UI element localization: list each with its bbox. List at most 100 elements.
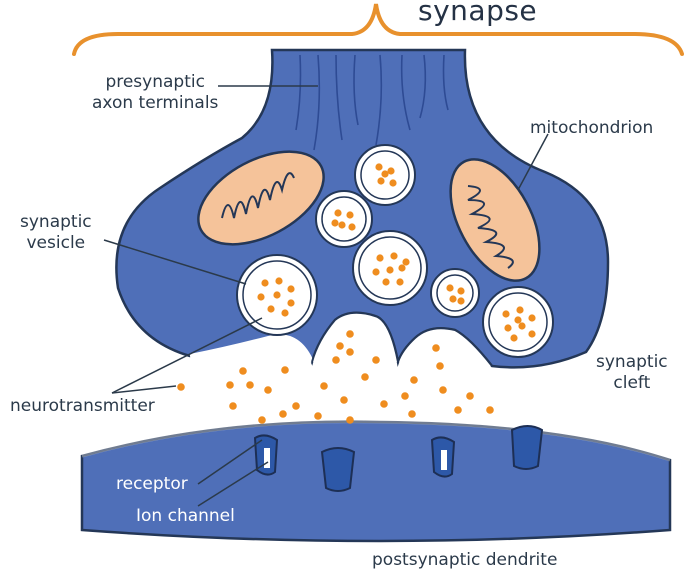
label-postsynaptic-dendrite: postsynaptic dendrite [372,550,558,570]
neurotransmitter-dot [258,416,266,424]
neurotransmitter-dot [377,177,385,185]
neurotransmitter-dot [264,386,272,394]
vesicle [352,230,428,306]
neurotransmitter-dot [334,209,342,217]
neurotransmitter-dot [338,221,346,229]
neurotransmitter-dot [246,381,254,389]
label-neurotransmitter: neurotransmitter [10,396,155,416]
neurotransmitter-dot [502,310,510,318]
neurotransmitter-dot [387,167,395,175]
neurotransmitter-dot [320,382,328,390]
vesicle [236,254,318,336]
neurotransmitter-dot [372,268,380,276]
neurotransmitter-dot [454,406,462,414]
neurotransmitter-dot [457,287,465,295]
neurotransmitter-dot [389,179,397,187]
neurotransmitter-dot [287,285,295,293]
neurotransmitter-dot [446,284,454,292]
label-synaptic-vesicle: synaptic vesicle [20,212,92,254]
neurotransmitter-dot [257,293,265,301]
neurotransmitter-dot [432,344,440,352]
neurotransmitter-dot [504,324,512,332]
neurotransmitter-dot [439,386,447,394]
neurotransmitter-dot [376,254,384,262]
neurotransmitter-dot [401,392,409,400]
neurotransmitter-dot [346,416,354,424]
neurotransmitter-dot [518,322,526,330]
label-vesicle-line1: synaptic [20,212,92,232]
neurotransmitter-dot [292,402,300,410]
label-cleft-line1: synaptic [596,352,668,372]
neurotransmitter-dot [279,410,287,418]
neurotransmitter-dot [466,392,474,400]
neurotransmitter-dot [402,258,410,266]
neurotransmitter-dot [390,252,398,260]
neurotransmitter-dot [449,295,457,303]
neurotransmitter-dot [528,330,536,338]
neurotransmitter-dot [361,373,369,381]
neurotransmitter-dot [410,376,418,384]
neurotransmitter-dot [386,266,394,274]
neurotransmitter-dot [457,297,465,305]
vesicle [482,286,554,358]
label-presynaptic-line2: axon terminals [92,93,219,113]
label-synaptic-cleft: synaptic cleft [596,352,668,394]
diagram-title: synapse [418,0,538,27]
receptor-4 [510,425,544,470]
neurotransmitter-dot [229,402,237,410]
synapse-bracket [72,3,684,56]
released-neurotransmitters [177,330,494,424]
neurotransmitter-dot [226,381,234,389]
mitochondrion-left [197,150,325,246]
neurotransmitter-dot [239,367,247,375]
label-cleft-line2: cleft [613,373,651,393]
neurotransmitter-dot [267,305,275,313]
neurotransmitter-dot [348,223,356,231]
neurotransmitter-dot [177,383,185,391]
neurotransmitter-dot [514,316,522,324]
neurotransmitter-dot [273,291,281,299]
neurotransmitter-dot [396,278,404,286]
neurotransmitter-dot [408,410,416,418]
vesicle [354,144,416,206]
label-mitochondrion: mitochondrion [530,118,654,138]
neurotransmitter-dot [382,278,390,286]
vesicle [315,190,373,248]
fused-vesicles [311,311,493,367]
neurotransmitter-dot [281,366,289,374]
neurotransmitter-dot [331,219,339,227]
neurotransmitter-dot [281,309,289,317]
neurotransmitter-dot [261,279,269,287]
neurotransmitter-dot [332,356,340,364]
neurotransmitter-dot [436,362,444,370]
neurotransmitter-dot [516,306,524,314]
neurotransmitter-dot [346,330,354,338]
neurotransmitter-dot [375,163,383,171]
neurotransmitter-dot [380,400,388,408]
neurotransmitter-dot [398,264,406,272]
leader-lines [103,85,549,507]
label-receptor: receptor [116,474,188,494]
label-vesicle-line2: vesicle [26,233,86,253]
receptor-channels [253,425,544,492]
neurotransmitter-dot [346,211,354,219]
label-presynaptic-line1: presynaptic [105,72,205,92]
neurotransmitter-dot [510,334,518,342]
axon-striations [295,54,449,151]
neurotransmitter-dot [381,170,389,178]
mitochondrion-right [449,158,541,282]
neurotransmitter-dot [287,299,295,307]
label-ion-channel: Ion channel [136,506,235,526]
receptor-2 [320,447,356,492]
neurotransmitter-dot [372,356,380,364]
neurotransmitter-dot [346,348,354,356]
vesicle [430,268,480,318]
label-presynaptic: presynaptic axon terminals [92,72,218,114]
neurotransmitter-dot [336,342,344,350]
neurotransmitter-dot [528,314,536,322]
neurotransmitter-dot [340,396,348,404]
synaptic-vesicles [236,144,554,358]
neurotransmitter-dot [314,412,322,420]
